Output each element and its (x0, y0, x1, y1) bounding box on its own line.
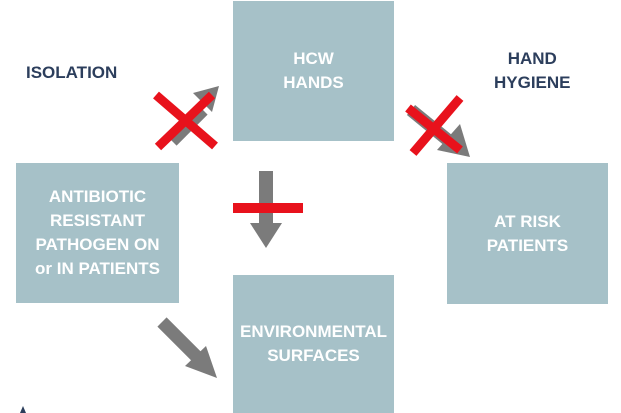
arrow-pathogen-to-env-head (185, 346, 217, 378)
isolation-cross (153, 91, 218, 151)
environmental-surfaces-box: ENVIRONMENTAL SURFACES (233, 275, 394, 413)
isolation-label: ISOLATION (26, 63, 118, 82)
arrow-hands-to-env-shaft (259, 171, 273, 226)
pathogen-patients-box: ANTIBIOTIC RESISTANT PATHOGEN ON or IN P… (16, 163, 179, 303)
hand-hygiene-label: HAND HYGIENE (494, 49, 571, 92)
arrow-pathogen-to-env-shaft (157, 317, 202, 362)
hand-hygiene-cross (405, 95, 464, 156)
at-risk-patients-label: AT RISK PATIENTS (486, 211, 569, 255)
hcw-hands-label: HCW HANDS (283, 49, 344, 92)
corner-mark (20, 406, 26, 413)
at-risk-patients-box: AT RISK PATIENTS (447, 163, 608, 304)
environment-block-bar (233, 203, 303, 213)
hcw-hands-box: HCW HANDS (233, 1, 394, 141)
environmental-surfaces-label: ENVIRONMENTAL SURFACES (239, 322, 387, 365)
pathogen-patients-label: ANTIBIOTIC RESISTANT PATHOGEN ON or IN P… (35, 187, 160, 278)
arrow-hands-to-env-head (250, 223, 282, 248)
